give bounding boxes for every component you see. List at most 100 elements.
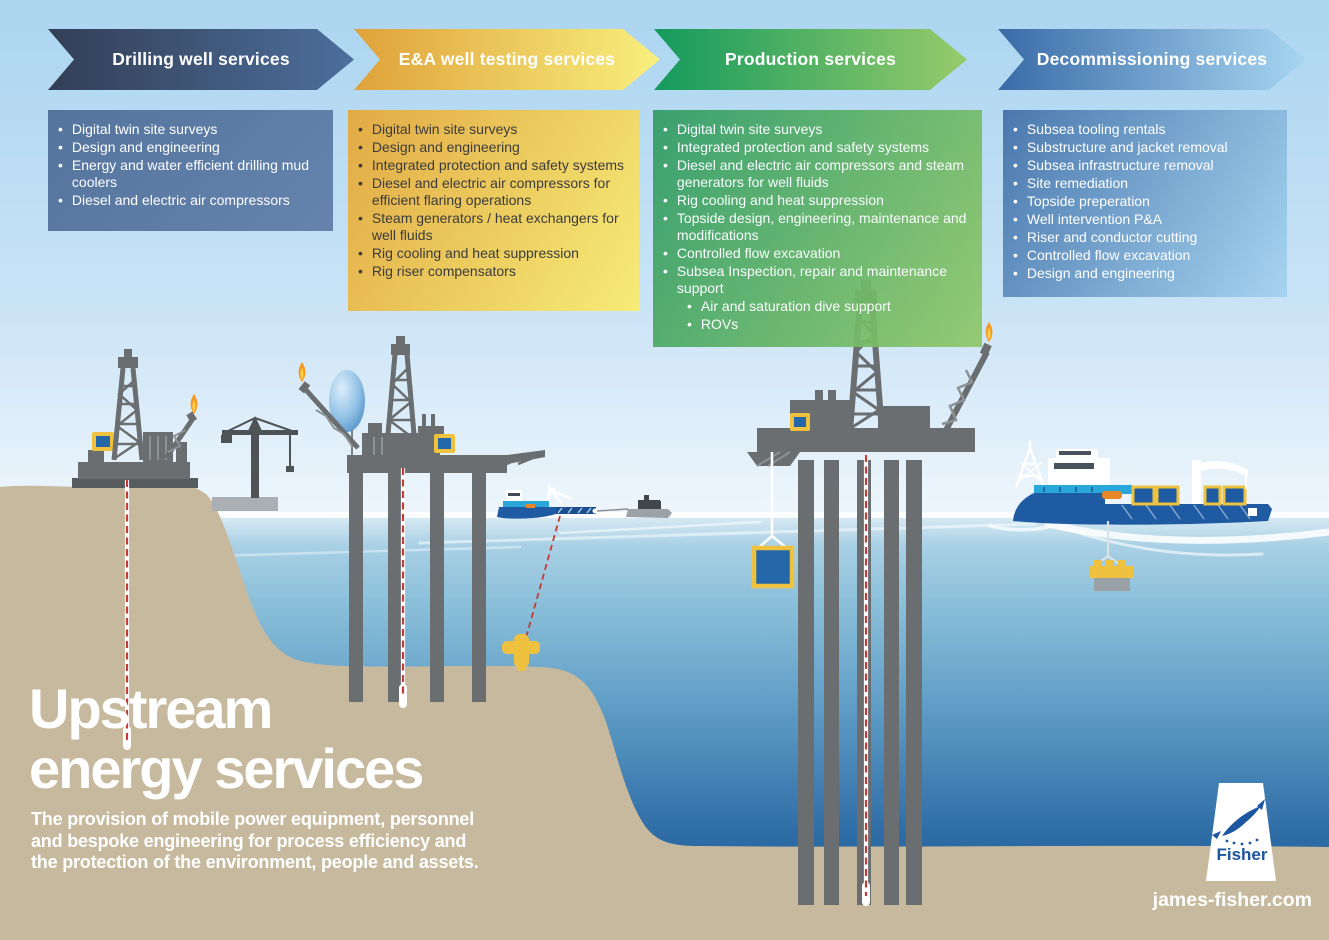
bullet-icon: • — [58, 192, 63, 208]
bullet-icon: • — [358, 157, 363, 173]
bullet-icon: • — [358, 175, 363, 191]
list-item: •Energy and water efficient drilling mud… — [58, 157, 309, 190]
bullet-icon: • — [358, 121, 363, 137]
seabed — [0, 485, 1329, 940]
stern-boom — [556, 507, 596, 514]
bullet-icon: • — [358, 245, 363, 261]
bullet-icon: • — [1013, 193, 1018, 209]
bullet-icon: • — [1013, 175, 1018, 191]
bullet-icon: • — [1013, 265, 1018, 281]
list-item: •Well intervention P&A — [1013, 211, 1163, 227]
well-test-balloon-icon — [329, 370, 365, 432]
banner-label: Decommissioning services — [1036, 49, 1268, 69]
list-item: •Topside preperation — [1013, 193, 1150, 209]
fisher-swoosh-icon — [1212, 799, 1265, 846]
list-item: •Diesel and electric air compressors — [58, 192, 290, 208]
flare-boom-icon — [298, 381, 360, 450]
list-item: •Diesel and electric air compressors and… — [663, 157, 965, 190]
list-item: •Subsea tooling rentals — [1013, 121, 1166, 137]
page-subtitle: The provision of mobile power equipment,… — [31, 809, 479, 872]
list-item: •Subsea Inspection, repair and maintenan… — [663, 263, 947, 296]
list-item: •Integrated protection and safety system… — [358, 157, 625, 173]
banner-label: E&A well testing services — [398, 49, 616, 69]
bullet-icon: • — [1013, 121, 1018, 137]
panel-decommissioning-services: •Subsea tooling rentals •Substructure and… — [1003, 110, 1287, 297]
derrick-tower-icon — [383, 353, 419, 458]
bullet-icon: • — [1013, 247, 1018, 263]
list-item: •Subsea infrastructure removal — [1013, 157, 1214, 173]
list-item: •Digital twin site surveys — [58, 121, 218, 137]
panel-ea-well-testing-services: •Digital twin site surveys •Design and en… — [348, 110, 639, 311]
control-cabin-window-icon — [92, 432, 114, 451]
flare-flame-icon — [985, 322, 993, 342]
derrick-tower-icon — [111, 367, 145, 461]
cargo-box-icon — [751, 545, 795, 589]
container-icon — [1131, 485, 1247, 506]
title-line-1: Upstream — [29, 677, 273, 740]
service-item-list: •Digital twin site surveys •Design and en… — [58, 121, 321, 209]
construction-vessel — [1013, 441, 1272, 591]
subsea-cutting-tool — [1090, 521, 1134, 591]
list-item: •Rig cooling and heat suppression — [663, 192, 884, 208]
list-item: •Controlled flow excavation — [663, 245, 841, 261]
banner-ea-well-testing-services: E&A well testing services — [354, 29, 660, 90]
bullet-icon: • — [58, 121, 63, 137]
bullet-icon: • — [358, 139, 363, 155]
list-item: •Steam generators / heat exchangers for … — [358, 210, 619, 243]
control-cabin-window-icon — [790, 413, 810, 431]
survey-vessel — [490, 483, 685, 519]
bullet-icon: • — [358, 263, 363, 279]
bullet-icon: • — [663, 210, 668, 226]
tower-crane-icon — [212, 416, 298, 511]
list-item: •ROVs — [687, 316, 739, 332]
website-url: james-fisher.com — [1152, 889, 1312, 911]
banner-drilling-well-services: Drilling well services — [48, 29, 354, 90]
page-title: Upstream energy services — [29, 677, 424, 800]
lattice-mast-icon — [1014, 441, 1046, 488]
list-item: •Air and saturation dive support — [687, 298, 891, 314]
lifeboat-icon — [1102, 491, 1122, 499]
sonar-tow-line — [523, 515, 561, 646]
land-drilling-rig — [72, 349, 198, 488]
bullet-icon: • — [663, 263, 668, 279]
bullet-icon: • — [663, 192, 668, 208]
flare-flame-icon — [298, 362, 306, 382]
control-cabin-window-icon — [434, 434, 455, 453]
banner-production-services: Production services — [654, 29, 967, 90]
bullet-icon: • — [1013, 229, 1018, 245]
list-item: •Rig cooling and heat suppression — [358, 245, 579, 261]
bullet-icon: • — [663, 245, 668, 261]
list-item: •Substructure and jacket removal — [1013, 139, 1228, 155]
service-item-list: •Digital twin site surveys •Design and en… — [358, 121, 627, 280]
list-item: •Controlled flow excavation — [1013, 247, 1191, 263]
list-item: •Digital twin site surveys — [358, 121, 518, 137]
bullet-icon: • — [58, 157, 63, 173]
bullet-icon: • — [358, 210, 363, 226]
list-item: •Design and engineering — [58, 139, 220, 155]
list-item: •Riser and conductor cutting — [1013, 229, 1198, 245]
banner-label: Drilling well services — [112, 49, 290, 69]
bullet-icon: • — [663, 139, 668, 155]
deck-crane-icon — [1192, 460, 1248, 504]
subsea-crane-load — [751, 452, 795, 589]
bullet-icon: • — [1013, 211, 1018, 227]
banner-label: Production services — [724, 49, 897, 69]
james-fisher-logo: Fisher — [1206, 783, 1276, 881]
logo-wordmark: Fisher — [1216, 845, 1267, 864]
bullet-icon: • — [663, 121, 668, 137]
banner-decommissioning-services: Decommissioning services — [998, 29, 1306, 90]
list-item: •Diesel and electric air compressors for… — [358, 175, 610, 208]
title-line-2: energy services — [29, 737, 424, 800]
list-item: •Site remediation — [1013, 175, 1129, 191]
crane-icon — [542, 483, 573, 504]
lifeboat-icon — [526, 504, 535, 508]
bullet-icon: • — [1013, 139, 1018, 155]
flare-flame-icon — [190, 394, 198, 414]
panel-production-services: •Digital twin site surveys•Integrated pr… — [653, 110, 982, 347]
list-item: •Design and engineering — [358, 139, 520, 155]
list-item: •Digital twin site surveys — [663, 121, 823, 137]
bullet-icon: • — [687, 298, 692, 314]
list-item: •Rig riser compensators — [358, 263, 516, 279]
